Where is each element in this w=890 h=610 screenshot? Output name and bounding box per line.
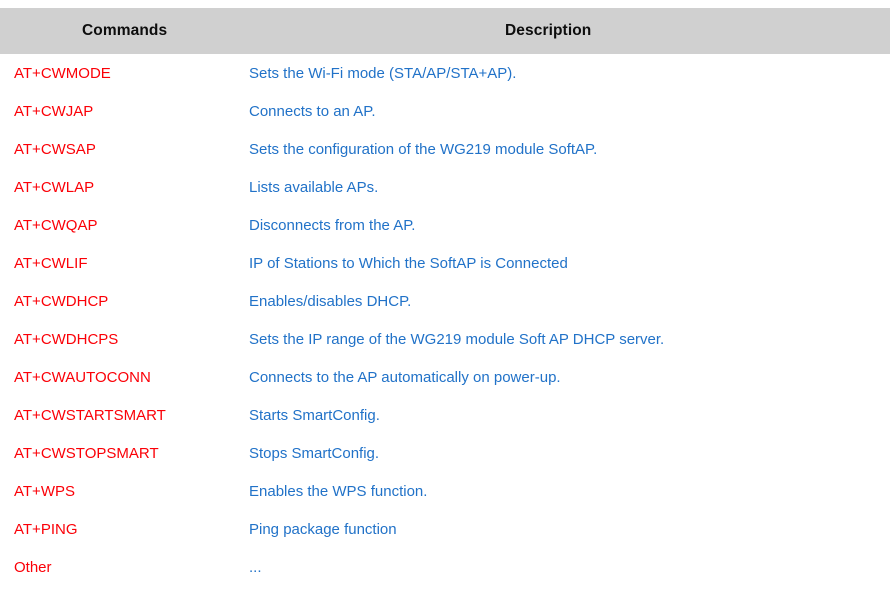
description-cell: Connects to the AP automatically on powe… xyxy=(249,368,561,386)
table-row: AT+CWDHCPS Sets the IP range of the WG219… xyxy=(0,320,890,358)
command-cell: AT+CWSAP xyxy=(14,140,96,158)
description-cell: Stops SmartConfig. xyxy=(249,444,380,462)
table-body: AT+CWMODE Sets the Wi-Fi mode (STA/AP/STA… xyxy=(0,54,890,586)
table-row: AT+WPS Enables the WPS function. xyxy=(0,472,890,510)
description-cell: Connects to an AP. xyxy=(249,102,376,120)
command-cell: AT+CWLIF xyxy=(14,254,88,272)
command-cell: AT+WPS xyxy=(14,482,75,500)
column-header-commands: Commands xyxy=(82,22,168,39)
description-cell: Lists available APs. xyxy=(249,178,379,196)
command-cell: AT+CWSTOPSMART xyxy=(14,444,159,462)
table-row: AT+CWQAP Disconnects from the AP. xyxy=(0,206,890,244)
table-row: Other... xyxy=(0,548,890,586)
command-cell: AT+CWJAP xyxy=(14,102,94,120)
table-header-row: Commands Description xyxy=(0,8,890,54)
description-cell: Sets the IP range of the WG219 module So… xyxy=(249,330,665,348)
description-cell: Sets the Wi-Fi mode (STA/AP/STA+AP). xyxy=(249,64,517,82)
table-row: AT+CWJAP Connects to an AP. xyxy=(0,92,890,130)
column-header-description: Description xyxy=(505,22,592,39)
table-row: AT+CWMODE Sets the Wi-Fi mode (STA/AP/STA… xyxy=(0,54,890,92)
command-cell: AT+CWMODE xyxy=(14,64,111,82)
description-cell: Sets the configuration of the WG219 modu… xyxy=(249,140,598,158)
command-cell: AT+CWDHCP xyxy=(14,292,109,310)
table-row: AT+CWLIF IP of Stations to Which the Soft… xyxy=(0,244,890,282)
table-row: AT+PING Ping package function xyxy=(0,510,890,548)
description-cell: Ping package function xyxy=(249,520,397,538)
description-cell: Enables/disables DHCP. xyxy=(249,292,412,310)
command-cell: Other xyxy=(14,558,52,576)
description-cell: ... xyxy=(249,558,262,576)
table-row: AT+CWSTARTSMART Starts SmartConfig. xyxy=(0,396,890,434)
table-row: AT+CWAUTOCONN Connects to the AP automati… xyxy=(0,358,890,396)
command-cell: AT+CWAUTOCONN xyxy=(14,368,151,386)
command-cell: AT+CWQAP xyxy=(14,216,98,234)
command-cell: AT+PING xyxy=(14,520,78,538)
table-row: AT+CWDHCP Enables/disables DHCP. xyxy=(0,282,890,320)
command-cell: AT+CWSTARTSMART xyxy=(14,406,166,424)
description-cell: Disconnects from the AP. xyxy=(249,216,416,234)
command-cell: AT+CWLAP xyxy=(14,178,95,196)
table-row: AT+CWSAP Sets the configuration of the WG… xyxy=(0,130,890,168)
description-cell: Enables the WPS function. xyxy=(249,482,428,500)
table-row: AT+CWSTOPSMART Stops SmartConfig. xyxy=(0,434,890,472)
table-row: AT+CWLAP Lists available APs. xyxy=(0,168,890,206)
description-cell: IP of Stations to Which the SoftAP is Co… xyxy=(249,254,568,272)
description-cell: Starts SmartConfig. xyxy=(249,406,380,424)
command-cell: AT+CWDHCPS xyxy=(14,330,119,348)
